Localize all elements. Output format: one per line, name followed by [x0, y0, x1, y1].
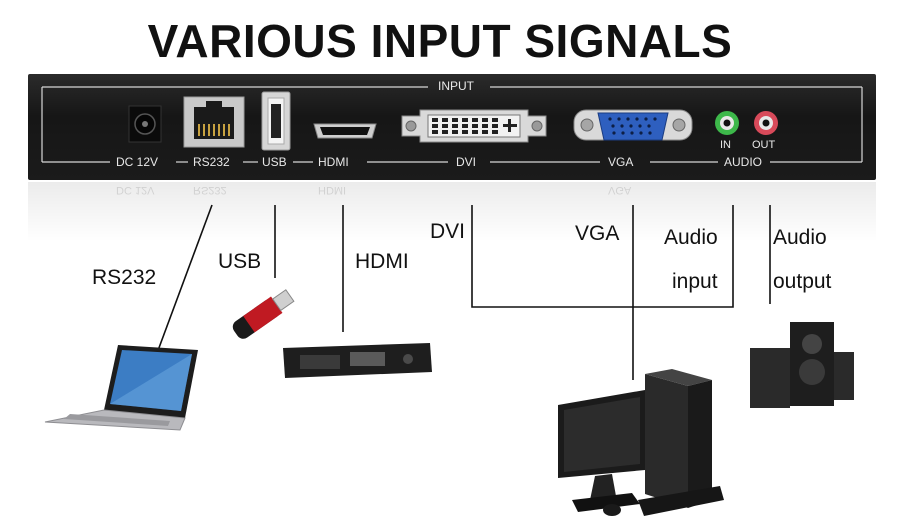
reflection-hdmi: HDMI — [318, 184, 347, 196]
vga-port — [573, 109, 693, 141]
audio-in-jack — [715, 111, 739, 135]
desktop-computer-icon — [558, 369, 724, 516]
callout-audio-input-line1: Audio — [664, 226, 718, 249]
panel-input-label: INPUT — [438, 79, 474, 93]
panel-reflection: DC 12V RS232 HDMI VGA — [28, 182, 876, 242]
rs232-port — [183, 96, 245, 148]
port-label-hdmi: HDMI — [318, 155, 349, 169]
laptop-icon — [44, 345, 198, 431]
callout-rs232: RS232 — [92, 266, 157, 289]
dc-power-port — [128, 105, 162, 143]
callout-audio-output-line2: output — [773, 270, 832, 293]
port-label-usb: USB — [262, 155, 287, 169]
usb-port — [261, 91, 291, 151]
callout-vga: VGA — [575, 222, 620, 245]
page-title: VARIOUS INPUT SIGNALS — [147, 15, 733, 67]
callout-usb: USB — [218, 250, 262, 273]
audio-out-jack — [754, 111, 778, 135]
speakers-icon — [750, 322, 854, 408]
media-player-icon — [283, 343, 432, 378]
audio-in-label: IN — [720, 139, 731, 151]
port-label-vga: VGA — [608, 155, 634, 169]
dvi-audio-bracket — [471, 205, 734, 308]
panel-frame — [41, 86, 863, 163]
connection-lines — [149, 204, 771, 380]
rs232-line — [149, 204, 213, 373]
hdmi-port — [313, 123, 377, 139]
callout-hdmi: HDMI — [355, 250, 409, 273]
usb-drive-icon — [232, 289, 295, 339]
callout-audio-input-line2: input — [672, 270, 718, 293]
reflection-dc: DC 12V — [116, 184, 155, 196]
port-label-dvi: DVI — [456, 155, 477, 169]
port-label-rs232: RS232 — [193, 155, 230, 169]
port-label-dc: DC 12V — [116, 155, 159, 169]
callout-dvi: DVI — [430, 220, 466, 243]
audio-out-label: OUT — [752, 139, 776, 151]
port-label-audio: AUDIO — [724, 155, 763, 169]
dvi-port — [401, 109, 547, 143]
callout-audio-output-line1: Audio — [773, 226, 827, 249]
reflection-vga: VGA — [608, 184, 632, 196]
reflection-rs232: RS232 — [193, 184, 227, 196]
